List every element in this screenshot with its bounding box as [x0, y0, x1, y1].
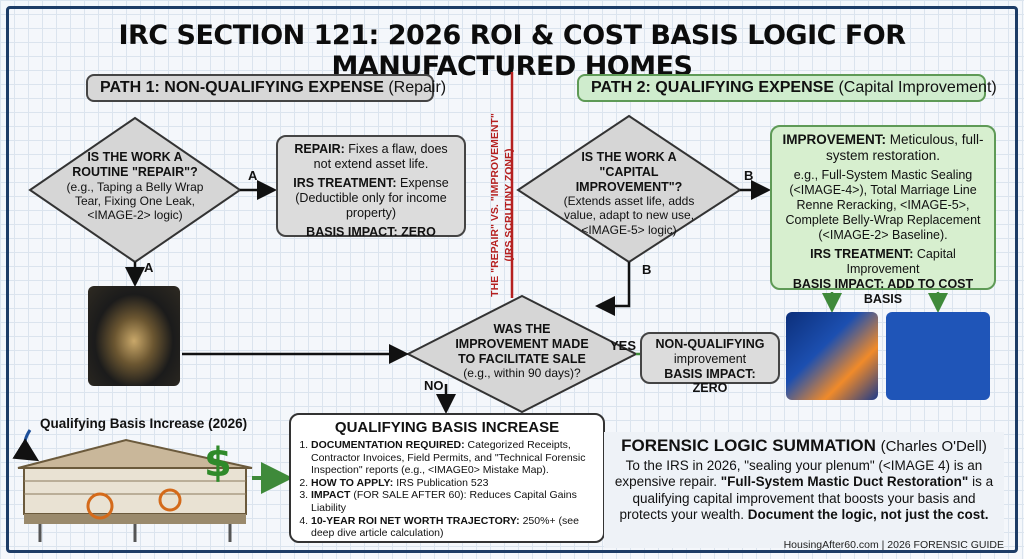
- repair-impact: BASIS IMPACT: ZERO: [284, 225, 458, 240]
- blueprint-photo: [886, 312, 990, 400]
- decision3-q1: WAS THE: [440, 322, 604, 337]
- footer-credit: HousingAfter60.com | 2026 FORENSIC GUIDE: [784, 539, 1004, 551]
- decision3-q2: IMPROVEMENT MADE: [440, 337, 604, 352]
- summary-p3-bold: Document the logic, not just the cost.: [748, 507, 989, 522]
- qualifying-title: QUALIFYING BASIS INCREASE: [299, 419, 595, 437]
- qualifying-item-head: IMPACT: [311, 489, 350, 501]
- forensic-summary: FORENSIC LOGIC SUMMATION (Charles O'Dell…: [604, 432, 1004, 548]
- decision1-detail: (e.g., Taping a Belly Wrap Tear, Fixing …: [52, 180, 218, 222]
- nonq-impact: BASIS IMPACT: ZERO: [646, 367, 774, 397]
- duct-restoration-photo: [786, 312, 878, 400]
- nonq-line1: NON-QUALIFYING: [646, 337, 774, 352]
- qualifying-item-head: DOCUMENTATION REQUIRED:: [311, 439, 465, 451]
- improve-head: IMPROVEMENT:: [782, 132, 886, 147]
- summary-p2-bold: "Full-System Mastic Duct Restoration": [721, 474, 969, 489]
- qualifying-item: DOCUMENTATION REQUIRED: Categorized Rece…: [311, 439, 595, 477]
- decision2-q1: IS THE WORK A: [546, 150, 712, 165]
- qualifying-item: IMPACT (FOR SALE AFTER 60): Reduces Capi…: [311, 489, 595, 514]
- belly-wrap-tear-photo: [88, 286, 180, 386]
- improve-examples: e.g., Full-System Mastic Sealing (<IMAGE…: [778, 168, 988, 243]
- arrow-label-b1: B: [744, 168, 753, 183]
- repair-head: REPAIR:: [294, 142, 344, 156]
- nonq-line2: improvement: [646, 352, 774, 367]
- repair-box: REPAIR: Fixes a flaw, does not extend as…: [276, 135, 466, 237]
- arrow-b-down: [600, 262, 629, 306]
- scrutiny-sublabel: (IRS SCRUTINY ZONE): [503, 100, 517, 310]
- decision1-q2: ROUTINE "REPAIR"?: [52, 165, 218, 180]
- qualifying-item-text: IRS Publication 523: [396, 477, 488, 489]
- arrow-label-b2: B: [642, 262, 651, 277]
- qualifying-item-head: HOW TO APPLY:: [311, 477, 393, 489]
- decision1-q1: IS THE WORK A: [52, 150, 218, 165]
- qualifying-item: HOW TO APPLY: IRS Publication 523: [311, 477, 595, 490]
- repair-treat-note: (Deductible only for income property): [284, 191, 458, 221]
- summary-title: FORENSIC LOGIC SUMMATION: [621, 436, 876, 455]
- improvement-box: IMPROVEMENT: Meticulous, full-system res…: [770, 125, 996, 290]
- decision3-q3: TO FACILITATE SALE: [440, 352, 604, 367]
- arrow-label-no: NO: [424, 378, 444, 393]
- decision3-text: WAS THE IMPROVEMENT MADE TO FACILITATE S…: [440, 322, 604, 380]
- house-label: Qualifying Basis Increase (2026): [40, 416, 247, 431]
- qualifying-item-text: (FOR SALE AFTER 60): Reduces Capital Gai…: [311, 489, 577, 514]
- arrow-label-a1: A: [248, 168, 257, 183]
- decision2-detail: (Extends asset life, adds value, adapt t…: [546, 194, 712, 236]
- qualifying-item-head: 10-YEAR ROI NET WORTH TRAJECTORY:: [311, 515, 520, 527]
- improve-treat-head: IRS TREATMENT:: [810, 247, 913, 261]
- improve-impact: BASIS IMPACT: ADD TO COST BASIS: [778, 277, 988, 307]
- qualifying-basis-box: QUALIFYING BASIS INCREASE DOCUMENTATION …: [289, 413, 605, 543]
- qualifying-item: 10-YEAR ROI NET WORTH TRAJECTORY: 250%+ …: [311, 515, 595, 540]
- arrow-label-a2: A: [144, 260, 153, 275]
- non-qualifying-box: NON-QUALIFYING improvement BASIS IMPACT:…: [640, 332, 780, 384]
- repair-treat: Expense: [400, 176, 449, 190]
- decision2-text: IS THE WORK A "CAPITAL IMPROVEMENT"? (Ex…: [546, 150, 712, 237]
- curved-arrow-icon: [25, 430, 34, 458]
- qualifying-list: DOCUMENTATION REQUIRED: Categorized Rece…: [299, 439, 595, 540]
- decision2-q2: "CAPITAL IMPROVEMENT"?: [546, 165, 712, 195]
- summary-author: (Charles O'Dell): [881, 438, 987, 455]
- scrutiny-label: THE "REPAIR" VS. "IMPROVEMENT": [489, 100, 503, 310]
- decision1-text: IS THE WORK A ROUTINE "REPAIR"? (e.g., T…: [52, 150, 218, 222]
- repair-treat-head: IRS TREATMENT:: [293, 176, 396, 190]
- arrow-label-yes: YES: [610, 338, 636, 353]
- dollar-icon: $: [204, 440, 232, 486]
- decision3-detail: (e.g., within 90 days)?: [440, 366, 604, 380]
